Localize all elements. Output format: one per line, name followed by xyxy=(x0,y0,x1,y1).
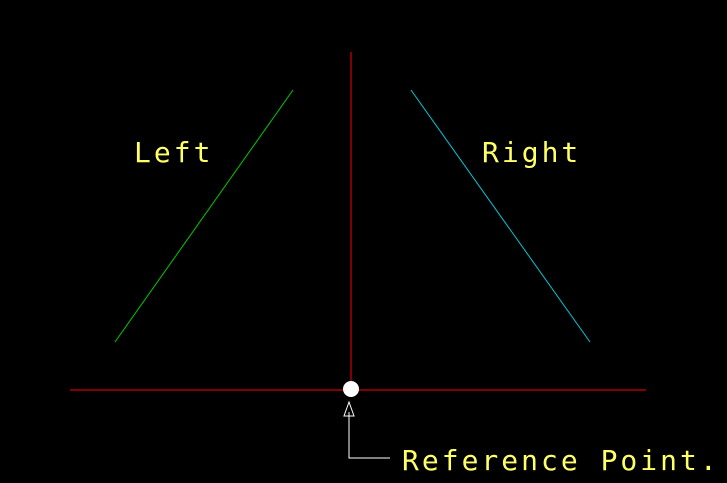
reference-point-label: Reference Point. xyxy=(402,444,720,477)
right-label: Right xyxy=(482,136,581,169)
left-diagonal-line xyxy=(114,89,294,343)
right-diagonal-line xyxy=(410,89,591,343)
reference-leader-arrow xyxy=(343,400,390,459)
reference-point-marker xyxy=(343,381,359,397)
left-label: Left xyxy=(134,136,213,169)
